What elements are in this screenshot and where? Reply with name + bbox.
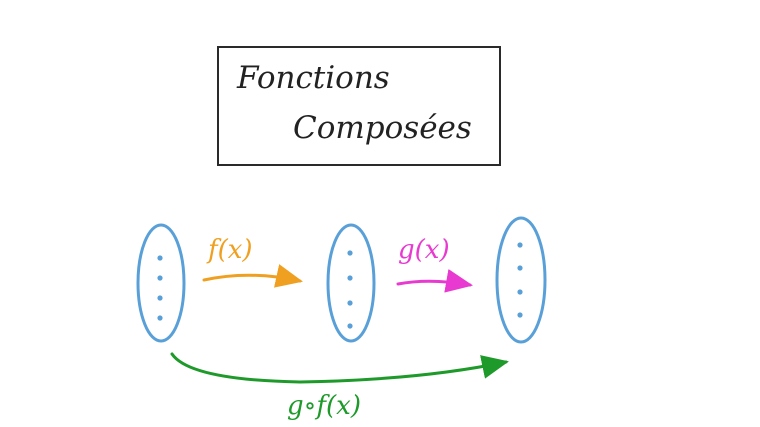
arrow-g-of-f (170, 352, 509, 384)
set-intermediate-dot-1 (347, 250, 353, 256)
set-codomain-dot-2 (517, 265, 523, 271)
set-domain-dot-4 (157, 315, 163, 321)
set-codomain (495, 216, 547, 344)
title-line-2: Composées (293, 110, 472, 146)
set-domain-dot-3 (157, 295, 163, 301)
label-f: f(x) (206, 235, 253, 265)
set-intermediate-dot-4 (347, 323, 353, 329)
title-line-1: Fonctions (237, 60, 390, 96)
label-g: g(x) (398, 235, 450, 265)
set-codomain-outline (495, 216, 547, 344)
set-intermediate-dot-3 (347, 300, 353, 306)
title-box: Fonctions Composées (217, 46, 501, 166)
set-codomain-dot-3 (517, 289, 523, 295)
set-codomain-dot-1 (517, 242, 523, 248)
set-intermediate-outline (326, 223, 376, 343)
arrow-g (396, 269, 473, 293)
set-domain-outline (136, 223, 186, 343)
set-codomain-dot-4 (517, 312, 523, 318)
set-intermediate-dot-2 (347, 275, 353, 281)
arrow-f (202, 264, 303, 288)
set-domain-dot-1 (157, 255, 163, 261)
set-domain (136, 223, 186, 343)
label-g-of-f: g∘f(x) (287, 391, 361, 421)
set-domain-dot-2 (157, 275, 163, 281)
set-intermediate (326, 223, 376, 343)
